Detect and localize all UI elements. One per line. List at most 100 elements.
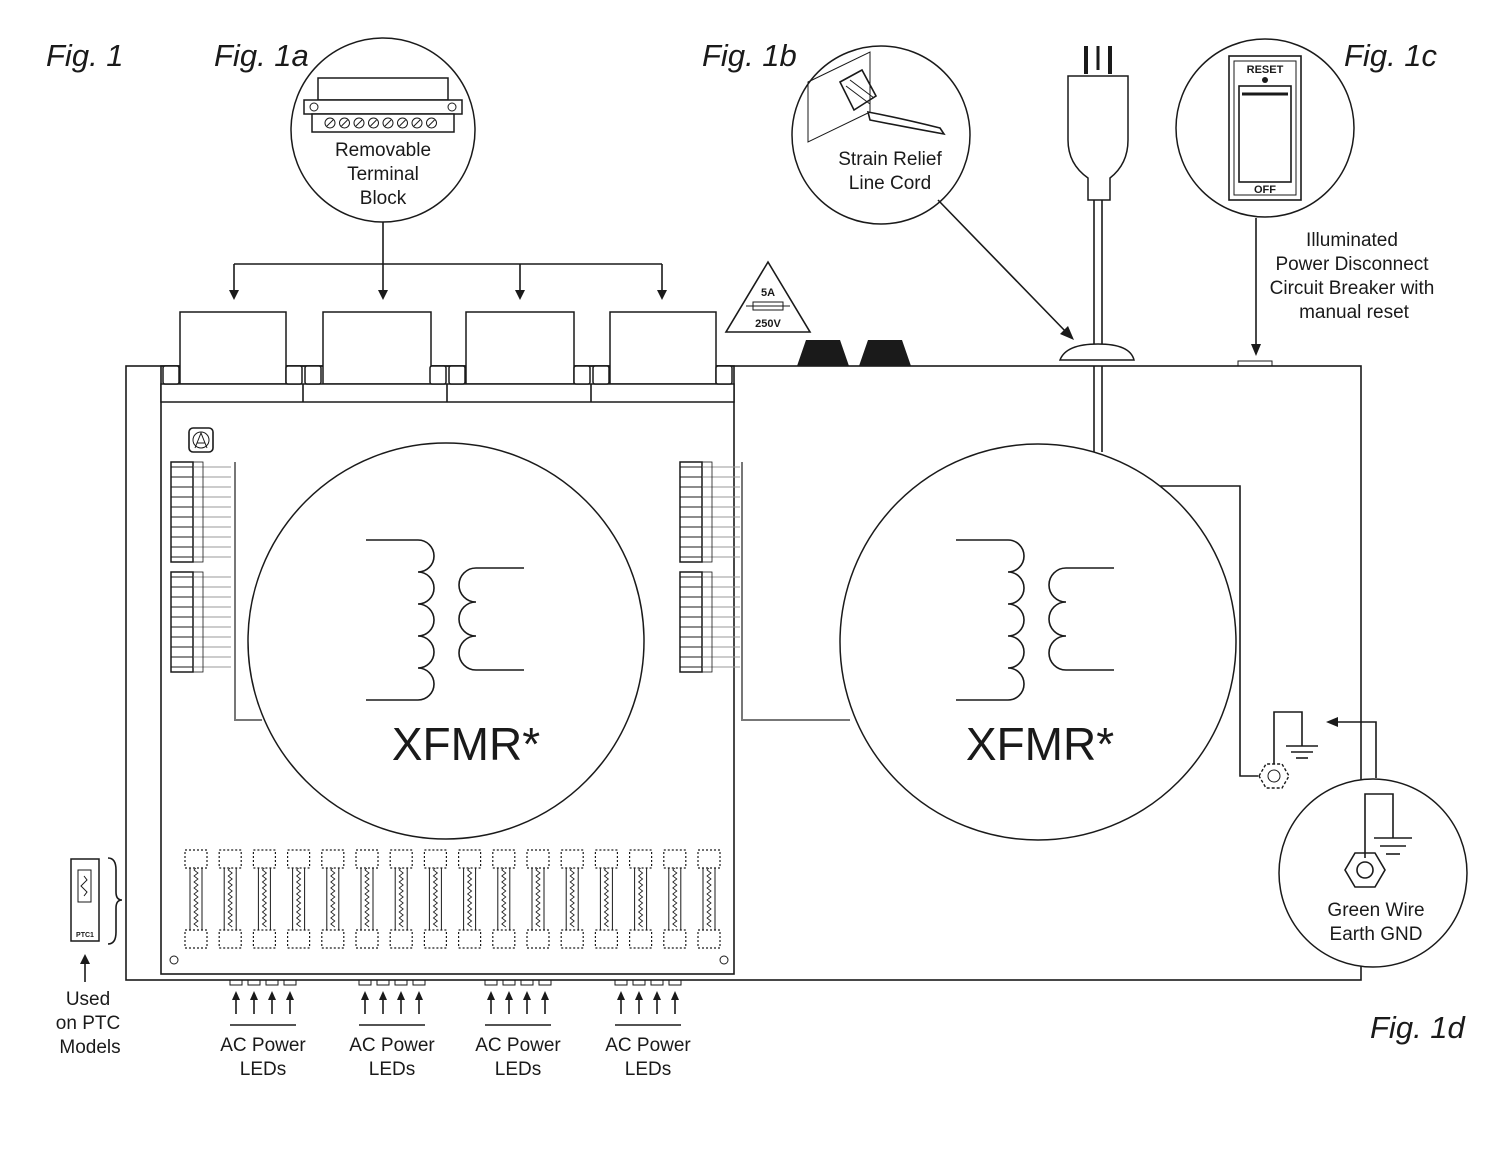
power-plug-icon bbox=[1058, 46, 1135, 452]
earth-ground-callout: Green Wire Earth GND bbox=[1258, 711, 1468, 968]
secondary-coil-icon bbox=[458, 567, 477, 671]
fuse bbox=[423, 849, 447, 949]
transformer-right-label: XFMR* bbox=[966, 718, 1114, 770]
pin-header bbox=[679, 571, 740, 673]
grommet-right bbox=[859, 340, 911, 366]
led-indicator bbox=[668, 979, 682, 986]
strain-relief-label-1: Strain Relief bbox=[838, 149, 942, 170]
terminal-block-label-2: Terminal bbox=[347, 164, 419, 185]
fig-1d-label: Fig. 1d bbox=[1370, 1010, 1467, 1045]
led-group-label-leds: LEDs bbox=[240, 1059, 286, 1080]
terminal-block-label-3: Block bbox=[360, 188, 407, 209]
ground-label-1: Green Wire bbox=[1327, 900, 1424, 921]
terminal-block-callout: Removable Terminal Block bbox=[290, 37, 476, 223]
enclosure-outline bbox=[125, 365, 1362, 981]
breaker-label-2: Power Disconnect bbox=[1275, 254, 1429, 275]
breaker-reset-label: RESET bbox=[1247, 64, 1284, 76]
led-indicator bbox=[283, 979, 297, 986]
fuse bbox=[594, 849, 619, 949]
ground-label-2: Earth GND bbox=[1330, 924, 1423, 945]
fuse bbox=[355, 849, 379, 949]
ptc-label-1: Used bbox=[66, 989, 110, 1010]
pin-header bbox=[170, 461, 231, 563]
fuse bbox=[663, 849, 687, 949]
fig-1b-label: Fig. 1b bbox=[702, 38, 797, 73]
fuse-rating-icon: 5A 250V bbox=[724, 260, 812, 333]
pin-header bbox=[170, 571, 231, 673]
fuse-rating: 5A bbox=[761, 287, 775, 299]
screw-icon bbox=[382, 117, 394, 129]
fuse bbox=[287, 849, 311, 949]
terminal-connectors bbox=[160, 311, 735, 403]
ptc-label-2: on PTC bbox=[56, 1013, 120, 1034]
power-board bbox=[160, 365, 735, 975]
fuse bbox=[252, 849, 276, 949]
fig-1c-label: Fig. 1c bbox=[1344, 38, 1438, 73]
led-indicator bbox=[229, 979, 243, 986]
screw-icon bbox=[368, 117, 379, 129]
led-group-label: AC Power bbox=[220, 1035, 306, 1056]
screw-icon bbox=[426, 117, 437, 129]
terminal-block-arrows bbox=[229, 222, 667, 300]
fuse bbox=[560, 849, 584, 949]
connector-tab bbox=[304, 365, 322, 385]
breaker-label-1: Illuminated bbox=[1306, 230, 1398, 251]
led-indicator bbox=[502, 979, 516, 986]
secondary-coil-icon bbox=[1048, 567, 1067, 671]
fuse-row bbox=[184, 849, 721, 949]
terminal-block-label-1: Removable bbox=[335, 140, 431, 161]
screw-icon bbox=[353, 117, 365, 129]
screw-icon bbox=[339, 117, 350, 129]
breaker-label-4: manual reset bbox=[1299, 302, 1410, 323]
led-group-label: AC Power bbox=[349, 1035, 435, 1056]
circuit-breaker-callout: RESET OFF Illuminated Power Disconnect C… bbox=[1175, 38, 1435, 367]
ground-stud-icon bbox=[1258, 711, 1318, 789]
primary-coil-icon bbox=[417, 539, 435, 701]
led-indicator bbox=[632, 979, 646, 986]
led-indicator bbox=[538, 979, 552, 986]
grommet-left bbox=[797, 340, 849, 366]
connector-tab bbox=[429, 365, 447, 385]
led-indicator bbox=[394, 979, 408, 986]
fuse bbox=[628, 849, 653, 949]
ptc-module: PTC1 Used on PTC Models bbox=[56, 857, 123, 1058]
led-indicator bbox=[650, 979, 664, 986]
connector-tab bbox=[162, 365, 180, 385]
ptc-label-3: Models bbox=[59, 1037, 120, 1058]
ground-symbol-icon bbox=[1344, 793, 1412, 888]
led-group-label: AC Power bbox=[475, 1035, 561, 1056]
connector-tab bbox=[285, 365, 303, 385]
led-indicator bbox=[484, 979, 498, 986]
fuse bbox=[184, 849, 208, 949]
fuse bbox=[218, 849, 242, 949]
led-indicator bbox=[247, 979, 261, 986]
connector-tab bbox=[573, 365, 591, 385]
screw-icon bbox=[411, 117, 423, 129]
led-indicator bbox=[412, 979, 426, 986]
side-headers bbox=[170, 461, 740, 673]
transformer-left-label: XFMR* bbox=[392, 718, 540, 770]
primary-coil-icon bbox=[1007, 539, 1025, 701]
led-group-label-leds: LEDs bbox=[369, 1059, 415, 1080]
transformer-right: XFMR* bbox=[839, 443, 1237, 841]
fuse-voltage: 250V bbox=[755, 318, 781, 330]
terminal-block-icon bbox=[303, 77, 463, 133]
strain-relief-label-2: Line Cord bbox=[849, 173, 931, 194]
ac-power-leds bbox=[229, 979, 682, 1026]
connector-tab bbox=[448, 365, 466, 385]
breaker-off-label: OFF bbox=[1254, 184, 1276, 196]
led-indicator bbox=[520, 979, 534, 986]
screw-icon bbox=[324, 117, 336, 129]
connector-tab bbox=[592, 365, 610, 385]
pin-header bbox=[679, 461, 740, 563]
breaker-label-3: Circuit Breaker with bbox=[1270, 278, 1435, 299]
led-indicator bbox=[376, 979, 390, 986]
brand-logo-icon bbox=[188, 427, 214, 453]
fuse bbox=[458, 849, 482, 949]
ptc-chip-label: PTC1 bbox=[76, 932, 94, 939]
connector-tab bbox=[715, 365, 733, 385]
led-group-label-leds: LEDs bbox=[625, 1059, 671, 1080]
fig-1a-label: Fig. 1a bbox=[214, 38, 309, 73]
led-group-label-leds: LEDs bbox=[495, 1059, 541, 1080]
led-indicator bbox=[614, 979, 628, 986]
